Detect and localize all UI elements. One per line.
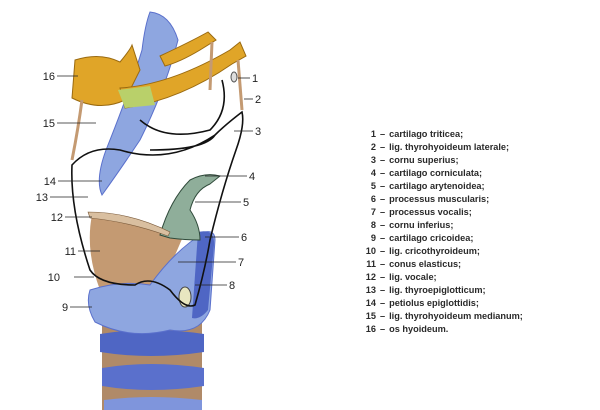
thyrohyoid-ligaments bbox=[70, 41, 244, 161]
thyroid-cartilage-outline bbox=[71, 110, 244, 307]
legend-term: cartilago cricoidea; bbox=[389, 233, 474, 243]
legend-dash: – bbox=[380, 194, 386, 204]
legend-number: 6 bbox=[370, 194, 376, 204]
legend-number: 4 bbox=[370, 168, 376, 178]
legend-dash: – bbox=[380, 298, 386, 308]
label-6: 6 bbox=[241, 232, 247, 244]
legend-item: 12–lig. vocale; bbox=[362, 271, 523, 284]
legend-dash: – bbox=[380, 129, 386, 139]
legend-item: 15–lig. thyrohyoideum medianum; bbox=[362, 310, 523, 323]
legend-dash: – bbox=[380, 168, 386, 178]
legend-item: 6–processus muscularis; bbox=[362, 193, 523, 206]
legend-term: processus muscularis; bbox=[389, 194, 490, 204]
legend-item: 5–cartilago arytenoidea; bbox=[362, 180, 523, 193]
label-2: 2 bbox=[255, 94, 261, 106]
cricoid-cartilage bbox=[87, 231, 216, 335]
label-3: 3 bbox=[255, 126, 261, 138]
legend-number: 15 bbox=[365, 311, 376, 321]
arytenoid-cartilage bbox=[159, 174, 222, 241]
hyoid-bone bbox=[71, 31, 247, 109]
legend-dash: – bbox=[380, 207, 386, 217]
legend-term: lig. thyrohyoideum medianum; bbox=[389, 311, 523, 321]
larynx-illustration: 1 2 3 4 5 6 7 8 9 10 11 12 13 14 15 16 bbox=[36, 11, 261, 410]
legend-number: 12 bbox=[365, 272, 376, 282]
legend-term: lig. thyroepiglotticum; bbox=[389, 285, 486, 295]
legend-dash: – bbox=[380, 233, 386, 243]
legend-term: processus vocalis; bbox=[389, 207, 472, 217]
legend-dash: – bbox=[380, 155, 386, 165]
legend-item: 10–lig. cricothyroideum; bbox=[362, 245, 523, 258]
label-16: 16 bbox=[43, 71, 55, 83]
legend-number: 5 bbox=[370, 181, 376, 191]
legend-number: 8 bbox=[370, 220, 376, 230]
label-13: 13 bbox=[36, 192, 48, 204]
legend-dash: – bbox=[380, 311, 386, 321]
label-5: 5 bbox=[243, 197, 249, 209]
label-12: 12 bbox=[51, 212, 63, 224]
label-4: 4 bbox=[249, 171, 255, 183]
legend-item: 8–cornu inferius; bbox=[362, 219, 523, 232]
legend-item: 4–cartilago corniculata; bbox=[362, 167, 523, 180]
label-11: 11 bbox=[65, 246, 76, 258]
legend-term: lig. thyrohyoideum laterale; bbox=[389, 142, 510, 152]
figure-labels: 1 2 3 4 5 6 7 8 9 10 11 12 13 14 15 16 bbox=[36, 71, 261, 314]
legend-number: 9 bbox=[370, 233, 376, 243]
legend-term: cornu inferius; bbox=[389, 220, 454, 230]
legend-term: cartilago triticea; bbox=[389, 129, 464, 139]
legend-term: os hyoideum. bbox=[389, 324, 449, 334]
legend-item: 2–lig. thyrohyoideum laterale; bbox=[362, 141, 523, 154]
legend-dash: – bbox=[380, 272, 386, 282]
leader-lines bbox=[50, 75, 253, 308]
legend-term: cartilago arytenoidea; bbox=[389, 181, 485, 191]
legend-dash: – bbox=[380, 259, 386, 269]
legend-item: 14–petiolus epiglottidis; bbox=[362, 297, 523, 310]
legend-item: 9–cartilago cricoidea; bbox=[362, 232, 523, 245]
legend-dash: – bbox=[380, 181, 386, 191]
legend-item: 3–cornu superius; bbox=[362, 154, 523, 167]
legend-term: lig. cricothyroideum; bbox=[389, 246, 480, 256]
legend-number: 16 bbox=[365, 324, 376, 334]
label-14: 14 bbox=[44, 176, 56, 188]
label-15: 15 bbox=[43, 118, 55, 130]
legend-number: 11 bbox=[366, 259, 376, 269]
legend-dash: – bbox=[380, 142, 386, 152]
legend-term: cartilago corniculata; bbox=[389, 168, 483, 178]
legend-term: lig. vocale; bbox=[389, 272, 437, 282]
label-9: 9 bbox=[62, 302, 68, 314]
legend-term: conus elasticus; bbox=[389, 259, 462, 269]
legend-dash: – bbox=[380, 220, 386, 230]
legend-number: 10 bbox=[365, 246, 376, 256]
vocal-ligament bbox=[87, 211, 171, 237]
label-1: 1 bbox=[252, 73, 258, 85]
legend-number: 7 bbox=[370, 207, 376, 217]
legend-dash: – bbox=[380, 246, 386, 256]
triticeal-cartilage bbox=[230, 71, 238, 83]
legend-dash: – bbox=[380, 285, 386, 295]
label-7: 7 bbox=[238, 257, 244, 269]
legend-item: 11–conus elasticus; bbox=[362, 258, 523, 271]
legend-term: cornu superius; bbox=[389, 155, 459, 165]
legend: 1–cartilago triticea;2–lig. thyrohyoideu… bbox=[362, 128, 523, 336]
legend-number: 13 bbox=[365, 285, 376, 295]
legend-number: 3 bbox=[370, 155, 376, 165]
legend-item: 16–os hyoideum. bbox=[362, 323, 523, 336]
legend-item: 7–processus vocalis; bbox=[362, 206, 523, 219]
legend-number: 1 bbox=[370, 129, 376, 139]
legend-term: petiolus epiglottidis; bbox=[389, 298, 479, 308]
legend-number: 14 bbox=[365, 298, 376, 308]
label-8: 8 bbox=[229, 280, 235, 292]
label-10: 10 bbox=[48, 272, 60, 284]
legend-item: 13–lig. thyroepiglotticum; bbox=[362, 284, 523, 297]
legend-number: 2 bbox=[370, 142, 376, 152]
legend-item: 1–cartilago triticea; bbox=[362, 128, 523, 141]
legend-dash: – bbox=[380, 324, 386, 334]
trachea bbox=[100, 322, 204, 410]
